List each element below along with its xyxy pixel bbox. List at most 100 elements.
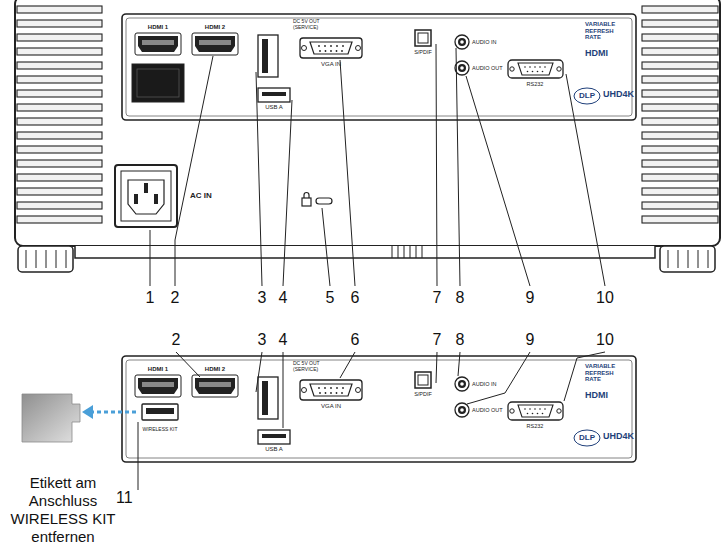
service-usb-port	[258, 35, 278, 77]
audio-jack-hole	[460, 66, 464, 70]
vent-slat	[642, 76, 718, 83]
port-label: AUDIO IN	[472, 39, 496, 45]
vent-slat	[642, 62, 718, 69]
leader-line	[340, 352, 355, 378]
vent-slat	[642, 34, 718, 41]
logo-text: UHD4K	[603, 89, 634, 99]
underside-ridge	[416, 246, 417, 258]
ac-socket	[115, 165, 177, 227]
spdif-inner	[418, 33, 428, 43]
vga-pin	[318, 45, 320, 47]
vent-slat	[642, 90, 718, 97]
lock-slot	[302, 193, 332, 207]
leader-line	[466, 76, 530, 286]
wireless-slot	[146, 408, 174, 414]
port-label: AC IN	[190, 191, 212, 200]
port-label: DC 5V OUT (SERVICE)	[293, 19, 327, 31]
vga-pin	[341, 392, 343, 394]
foot-ridge	[708, 250, 709, 268]
rs232-screw	[557, 409, 561, 413]
leader-line	[256, 352, 262, 392]
rs232-pin	[539, 408, 541, 410]
socket-pin	[144, 183, 148, 193]
housing-body	[15, 0, 720, 246]
audio-jack	[455, 35, 469, 49]
hdmi-slot	[142, 40, 174, 45]
port-label: HDMI 1	[148, 366, 168, 373]
leader-line	[256, 72, 262, 286]
leader-line	[150, 230, 151, 286]
port-label: S/PDIF	[414, 49, 432, 55]
port-label: WIRELESS KIT	[142, 427, 177, 433]
socket-frame	[115, 165, 177, 227]
spdif-port	[415, 30, 431, 46]
removal-arrow-shaft	[93, 411, 136, 414]
rs232-pin	[537, 71, 539, 73]
rs232-pin	[542, 413, 544, 415]
usb-a-port	[258, 430, 290, 444]
rs232-screw	[510, 67, 514, 71]
usb-tongue	[262, 434, 286, 438]
rs232-pin	[527, 71, 529, 73]
rs232-pin	[529, 66, 531, 68]
vent-slat	[17, 174, 102, 181]
vent-slat	[642, 188, 718, 195]
leader-line	[283, 352, 284, 428]
leader-line	[458, 352, 460, 376]
logo-text: VARIABLE REFRESH RATE	[585, 363, 627, 383]
leader-line	[322, 208, 330, 286]
vent-slat	[17, 90, 102, 97]
vent-slat	[17, 6, 102, 13]
port-label: USB A	[265, 446, 283, 453]
foot	[18, 246, 73, 272]
vga-pin	[341, 50, 343, 52]
audio-jack-inner	[458, 406, 466, 414]
vga-pin	[319, 392, 321, 394]
port-label: AUDIO OUT	[472, 407, 503, 413]
vga-pin	[330, 387, 332, 389]
callout-number: 4	[279, 289, 288, 307]
callout-number: 8	[456, 331, 465, 349]
rs232-pin	[542, 71, 544, 73]
callout-number: 2	[172, 331, 181, 349]
rs232-frame	[508, 60, 563, 78]
audio-jack	[455, 61, 469, 75]
panel-inner	[126, 360, 632, 458]
socket-inner	[121, 171, 171, 221]
removal-arrow-head	[82, 405, 93, 419]
housing-underside	[75, 246, 655, 258]
usb-a-port	[258, 88, 290, 102]
hdmi-slot	[142, 382, 174, 387]
foot	[660, 246, 715, 272]
rs232-pin	[524, 66, 526, 68]
port-label: S/PDIF	[414, 391, 432, 397]
vga-screw	[356, 46, 361, 51]
covered-wireless-port	[132, 64, 184, 102]
usb-tongue	[262, 381, 268, 415]
vga-frame	[300, 38, 362, 58]
port-label: RS232	[527, 423, 544, 429]
foot-ridge	[668, 250, 669, 268]
rs232-pin	[527, 413, 529, 415]
leader-line	[138, 422, 139, 490]
vent-slat	[17, 132, 102, 139]
wireless-port	[142, 404, 178, 420]
callout-number: 10	[596, 331, 614, 349]
dlp-logo-ring	[574, 88, 600, 104]
vga-port	[310, 384, 352, 396]
foot-ridge	[698, 250, 699, 268]
foot-ridge	[678, 250, 679, 268]
underside-ridge	[398, 246, 399, 258]
leader-line	[456, 48, 460, 286]
vga-pin	[325, 50, 327, 52]
projector-housing	[15, 0, 720, 272]
socket-pin	[154, 194, 158, 204]
port-label: AUDIO OUT	[472, 65, 503, 71]
vent-slat	[17, 216, 102, 223]
foot-ridge	[56, 250, 57, 268]
leader-line	[436, 44, 437, 286]
vent-slat	[17, 146, 102, 153]
leader-lines	[138, 44, 605, 490]
vent-slat	[17, 118, 102, 125]
vent-slat	[17, 48, 102, 55]
